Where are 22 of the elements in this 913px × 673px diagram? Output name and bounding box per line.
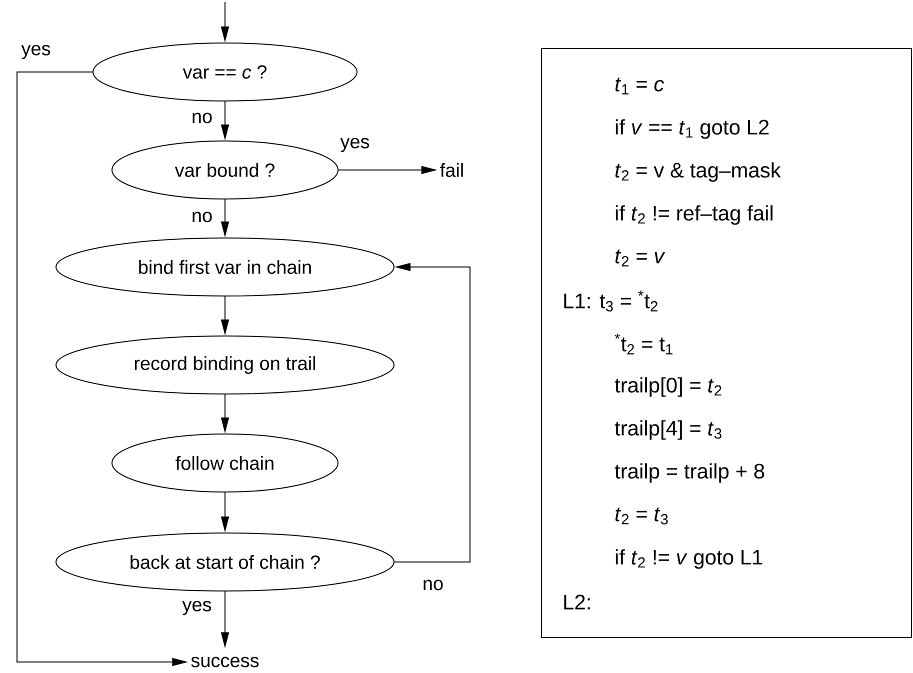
code-line: t$_{2}$ = v xyxy=(615,250,666,266)
edge-label: no xyxy=(192,112,212,124)
edge-label: yes xyxy=(21,44,50,60)
code-line: t$_{2}$ = v & tag–mask xyxy=(615,162,781,182)
edge-label: no xyxy=(424,580,443,590)
code-line: if t$_{2}$ != ref–tag fail xyxy=(616,205,772,225)
code-box xyxy=(541,48,912,638)
code-line: trailp[4] = t$_{3}$ xyxy=(614,420,722,440)
code-line: $^{*}$t$_{2}$ = t$_{1}$ xyxy=(614,334,672,354)
outcome-label: success xyxy=(191,656,259,668)
code-line: L1: t$_{3}$ = $^{*}$t$_{2}$ xyxy=(564,290,658,312)
code-line: L2: xyxy=(564,594,590,610)
edge-label: yes xyxy=(340,138,370,152)
code-line: t$_{2}$ = t$_{3}$ xyxy=(615,508,668,524)
code-line: if t$_{2}$ != v goto L1 xyxy=(616,549,762,569)
outcome-label: fail xyxy=(440,163,463,177)
code-line: if v == t$_{1}$ goto L2 xyxy=(616,119,769,139)
code-line: trailp[0] = t$_{2}$ xyxy=(614,377,722,397)
edge-label: yes xyxy=(182,600,212,616)
edge-label: no xyxy=(192,212,212,222)
code-line: t$_{1}$ = c xyxy=(615,78,664,94)
code-line: trailp = trailp + 8 xyxy=(614,463,764,483)
